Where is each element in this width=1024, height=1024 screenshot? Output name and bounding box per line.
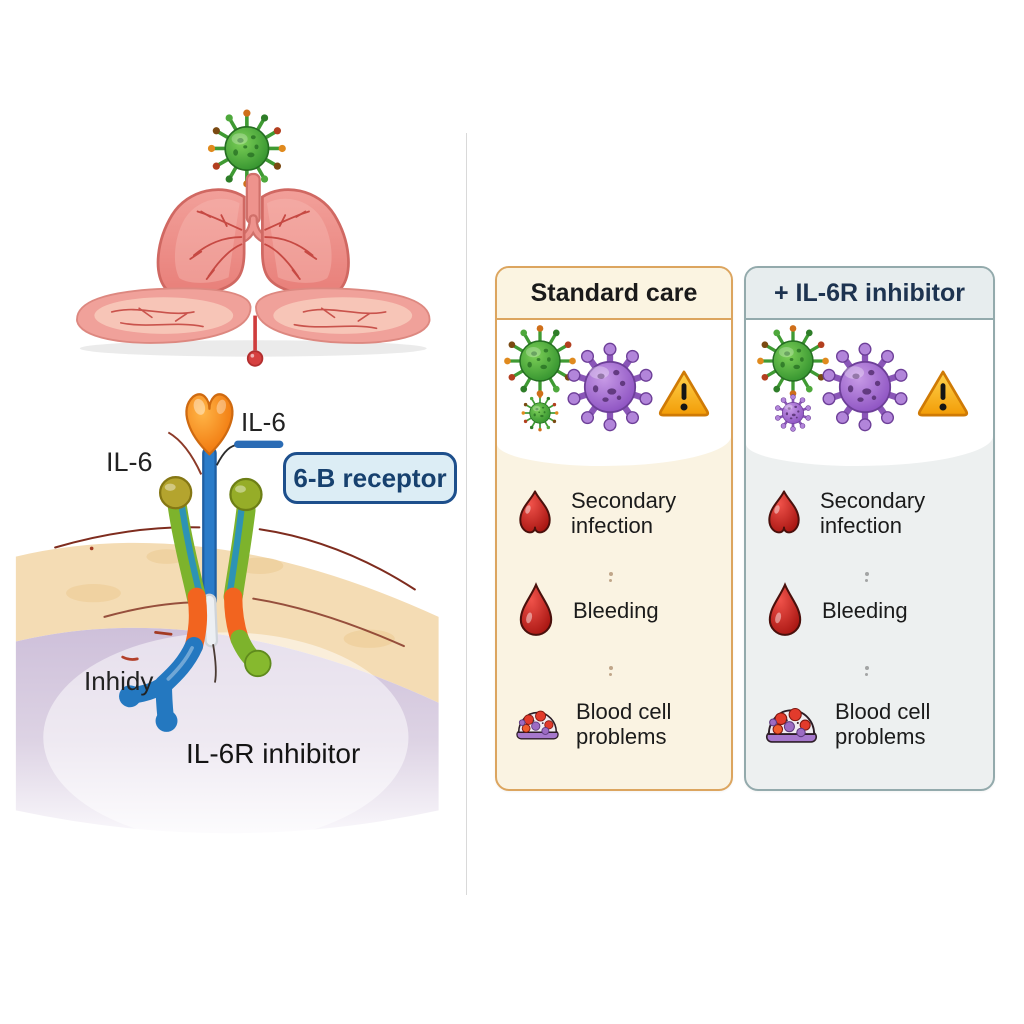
il6-receptor-callout: 6-B receptor: [283, 452, 457, 504]
lungs-illustration: [156, 172, 350, 297]
virus-purple-icon: [565, 342, 655, 432]
panel-title: + IL-6R inhibitor: [746, 268, 993, 320]
il6-label-left: IL-6: [106, 447, 153, 477]
speck: [609, 666, 614, 676]
panel-title: Standard care: [497, 268, 731, 320]
blood-cells-icon: [762, 697, 821, 750]
risk-item: Blood cell problems: [762, 697, 985, 750]
virus-icon: [206, 108, 288, 189]
divider: [466, 133, 467, 895]
virus-small-icon: [774, 394, 812, 432]
receptor-connector: [215, 440, 284, 466]
receptor-complex: [119, 446, 272, 732]
risk-label: Bleeding: [822, 598, 908, 624]
blood-drop-icon: [513, 582, 559, 639]
left-illustration: [15, 108, 439, 843]
risk-label: Bleeding: [573, 598, 659, 624]
virus-small-icon: [521, 394, 559, 432]
il6-molecule: [185, 393, 234, 456]
speck: [864, 666, 869, 676]
risk-label: Secondary infection: [820, 488, 926, 539]
panel-icon-cluster: [497, 320, 731, 466]
speck: [609, 572, 614, 582]
risk-item: Secondary infection: [513, 488, 723, 538]
il6-leader-line: [167, 431, 203, 475]
virus-purple-icon: [820, 342, 910, 432]
risk-item: Secondary infection: [762, 488, 985, 538]
panel-il6r-inhibitor: + IL-6R inhibitor Secondary infection Bl…: [744, 266, 995, 791]
warning-icon: [916, 368, 970, 418]
warning-icon: [657, 368, 711, 418]
risk-label: Blood cell problems: [576, 698, 672, 749]
risk-item: Bleeding: [513, 582, 723, 639]
lung-cross-section: [76, 287, 431, 357]
blood-cells-icon: [513, 697, 562, 750]
risk-item: Bleeding: [762, 582, 985, 639]
il6-label-top: IL-6: [241, 407, 286, 437]
risk-label: Secondary infection: [571, 488, 677, 539]
il6r-inhibitor-label: IL-6R inhibitor: [186, 738, 361, 769]
blood-drop-heart-icon: [762, 488, 806, 538]
risk-item: Blood cell problems: [513, 697, 723, 750]
panel-icon-cluster: [746, 320, 993, 466]
inhibit-label: Inhidy: [84, 666, 154, 696]
blood-drop-icon: [762, 582, 808, 639]
panel-standard-care: Standard care Secondary infection Bleedi…: [495, 266, 733, 791]
blood-drop-marker: [246, 315, 264, 367]
risk-label: Blood cell problems: [835, 698, 931, 749]
virus-green-icon: [756, 324, 830, 398]
blood-drop-heart-icon: [513, 488, 557, 538]
speck: [864, 572, 869, 582]
